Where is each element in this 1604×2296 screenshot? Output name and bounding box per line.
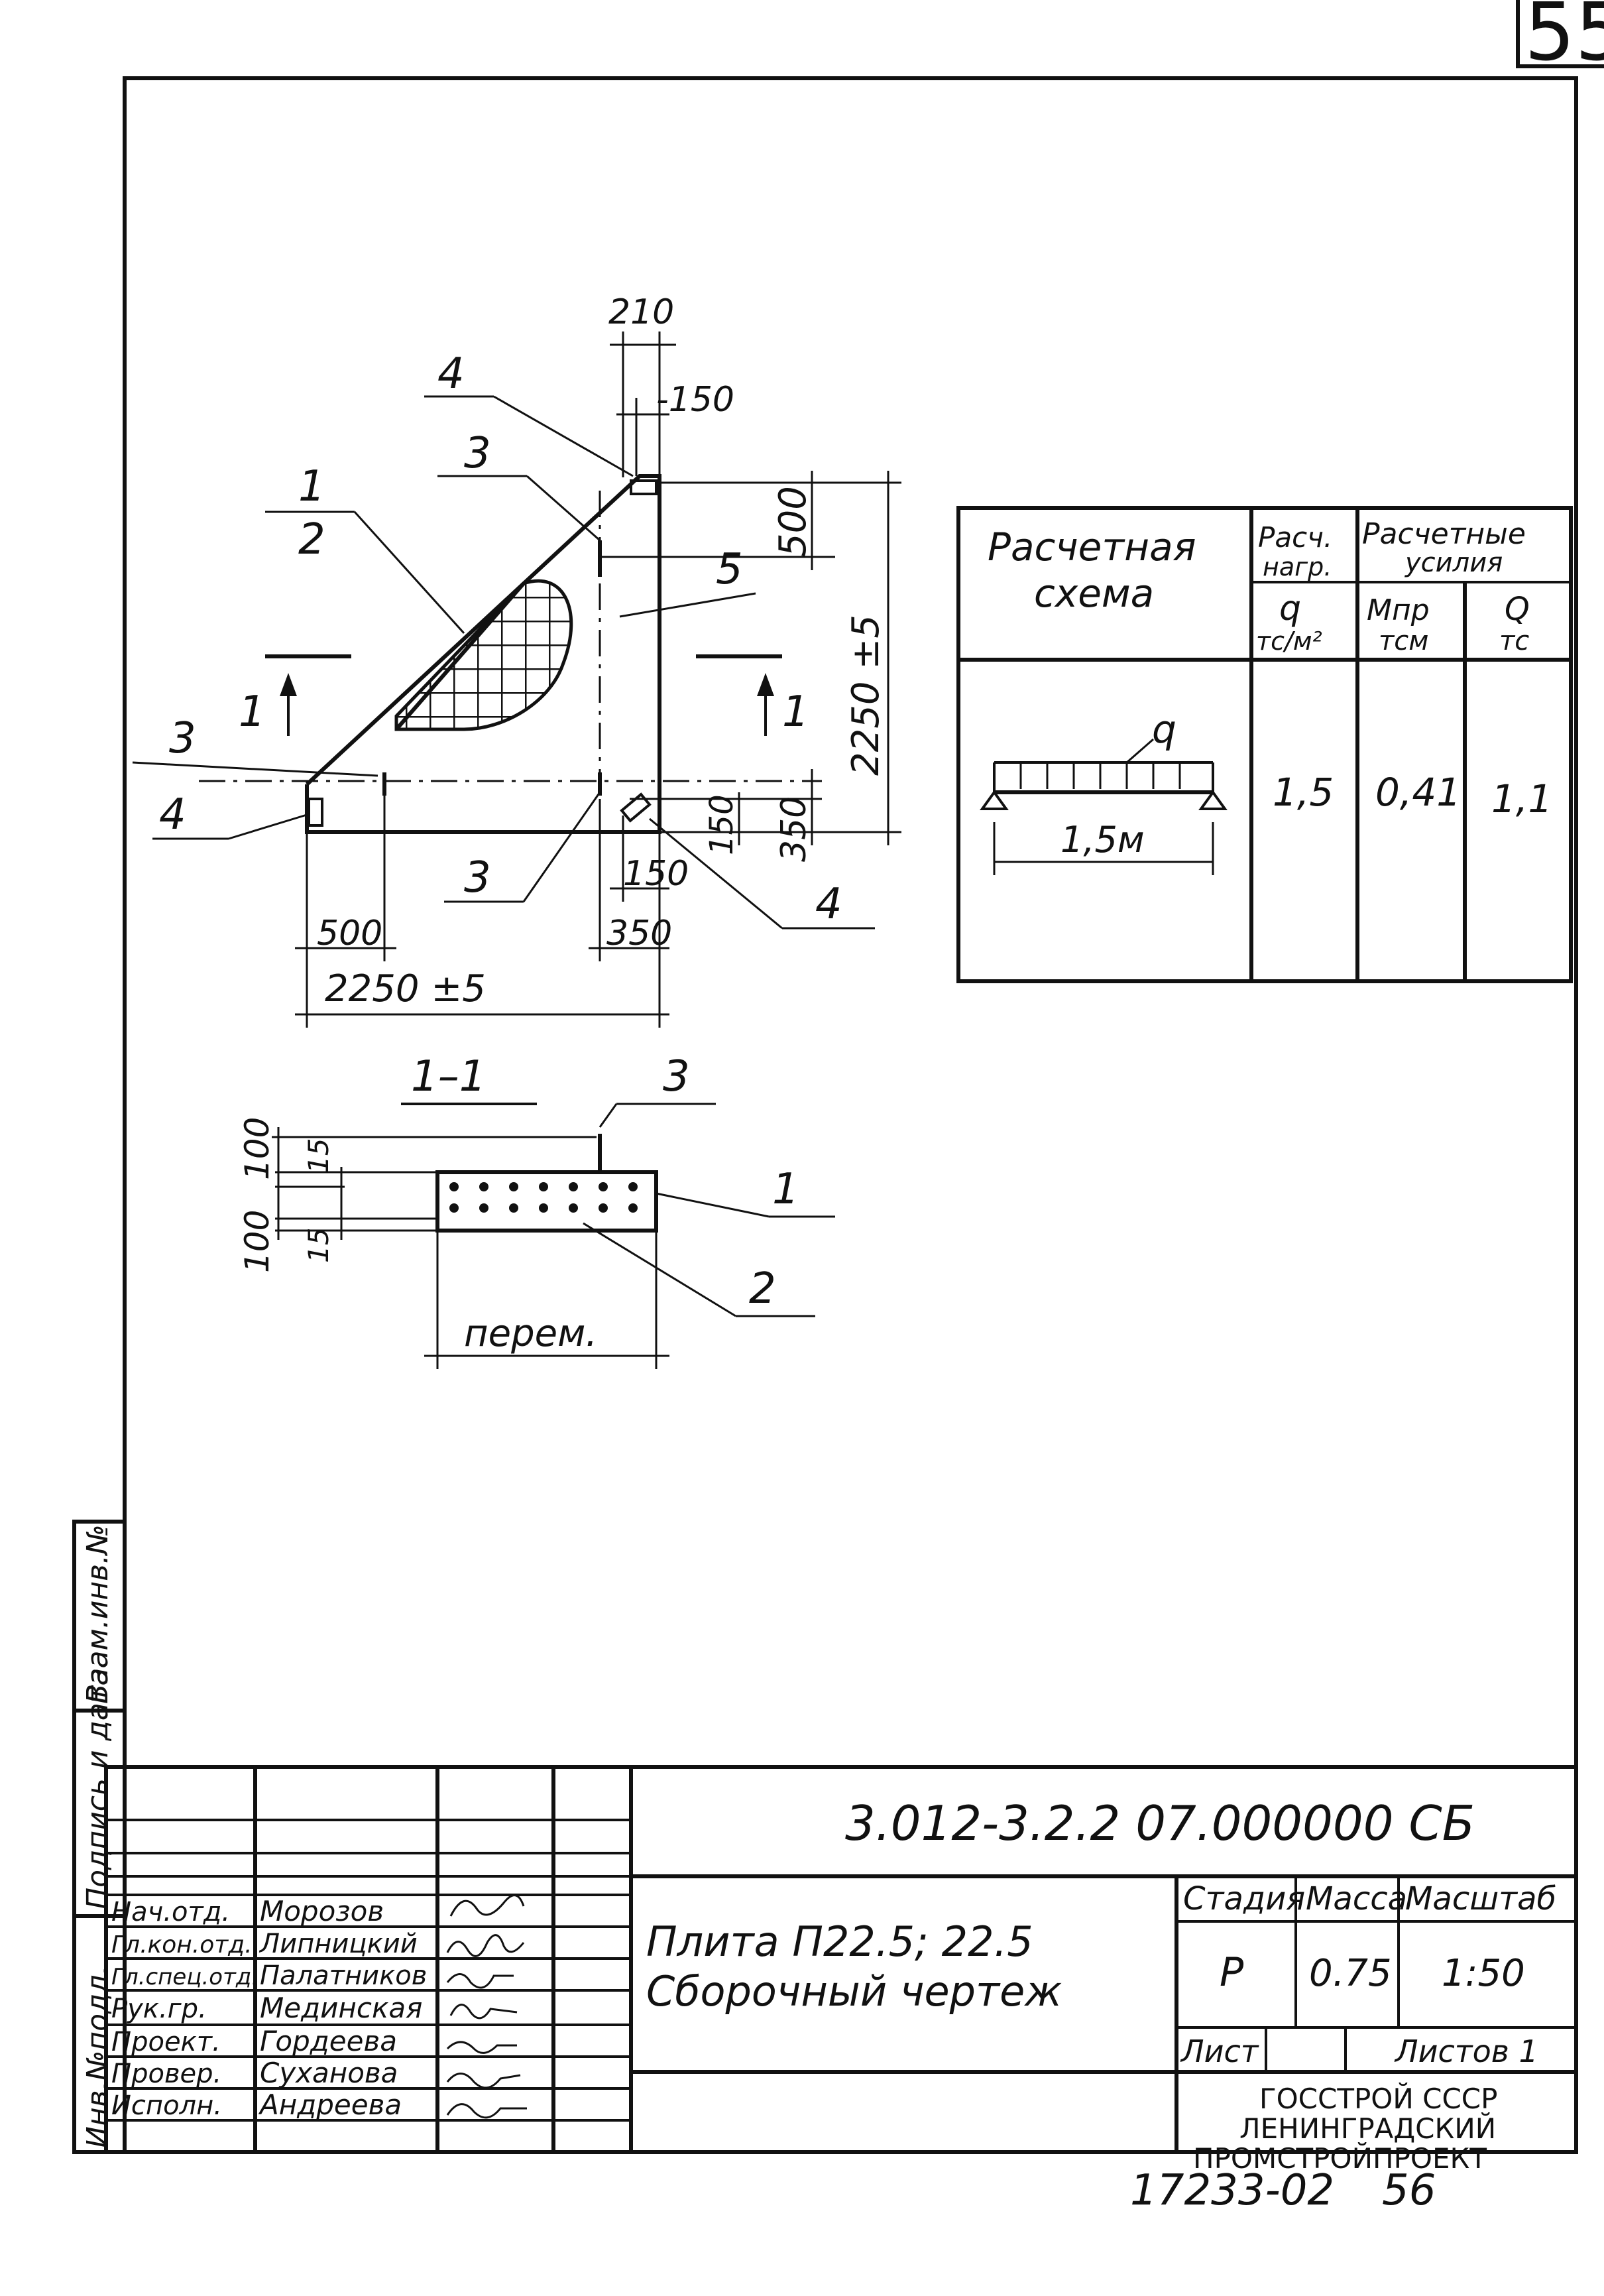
dim-2250-bottom: 2250 ±5 (325, 967, 486, 1010)
signer-role: Проект. (111, 2027, 221, 2057)
side-stamp-frame (72, 1520, 127, 2154)
section-title: 1–1 (411, 1052, 486, 1101)
signer-name: Гордеева (260, 2025, 397, 2057)
callout-3-left: 3 (169, 714, 196, 763)
table-header-scheme-2: схема (1034, 571, 1154, 616)
reinforcement-mesh-cutaway (394, 579, 573, 731)
diagram-span-label: 1,5м (1060, 819, 1145, 861)
table-header-Q-2: тс (1499, 626, 1529, 656)
plan-view: 1 1 4 1 2 3 5 3 4 3 4 210 -150 (132, 292, 901, 1028)
table-header-m-2: тсм (1379, 626, 1428, 656)
callout-1: 1 (298, 462, 325, 511)
dim-2250-right: 2250 ±5 (844, 615, 888, 776)
signer-role: Провер. (111, 2059, 221, 2089)
document-code: 3.012-3.2.2 07.000000 СБ (845, 1795, 1475, 1851)
signer-name: Мединская (260, 1992, 422, 2024)
section-width-label: перем. (464, 1312, 597, 1355)
scale-label: Масштаб (1405, 1880, 1556, 1917)
callout-2: 2 (298, 515, 325, 564)
dim-500-right: 500 (772, 486, 815, 557)
slab-section (435, 1170, 658, 1233)
callout-5: 5 (716, 545, 743, 594)
scale-value: 1:50 (1442, 1952, 1525, 1995)
diagram-q-label: q (1152, 707, 1176, 752)
mass-value: 0.75 (1309, 1952, 1392, 1995)
value-q: 1,5 (1273, 770, 1334, 815)
load-diagram: q 1,5м (980, 707, 1228, 875)
section-mark-left: 1 (239, 688, 266, 737)
table-header-Q-1: Q (1505, 591, 1530, 628)
section-dim-15-top: 15 (302, 1138, 335, 1174)
signer-name: Андреева (258, 2088, 402, 2121)
section-1-1: 1–1 3 100 15 100 15 1 2 (238, 1052, 835, 1369)
signer-role: Рук.гр. (111, 1994, 207, 2024)
section-callout-2: 2 (749, 1264, 776, 1313)
signer-rows: Нач.отд. Морозов Гл.кон.отд. Липницкий Г… (111, 1895, 427, 2121)
section-callout-3: 3 (663, 1052, 690, 1101)
side-inv-replace: Взам.инв.№ (81, 1524, 115, 1704)
org-line-2: ЛЕНИНГРАДСКИЙ (1239, 2112, 1496, 2145)
callout-4-top: 4 (437, 349, 465, 398)
callout-3-top: 3 (464, 429, 491, 478)
value-m: 0,41 (1375, 770, 1461, 815)
dim-150-right: 150 (703, 794, 740, 855)
section-mark-right: 1 (782, 688, 809, 737)
table-header-forces-1: Расчетные (1362, 517, 1526, 551)
table-header-forces-2: усилия (1404, 548, 1503, 578)
dim-350-bottom: 350 (606, 914, 672, 953)
side-sign-date: Подпись и дата (81, 1668, 115, 1909)
signer-role: Нач.отд. (111, 1897, 230, 1927)
signer-role: Гл.кон.отд. (111, 1931, 253, 1959)
embedded-part (308, 798, 323, 827)
section-dim-100-top: 100 (238, 1117, 276, 1180)
signer-name: Суханова (260, 2057, 398, 2089)
embedded-part (630, 479, 658, 495)
sheets-count: Листов 1 (1394, 2033, 1538, 2069)
title-block: Нач.отд. Морозов Гл.кон.отд. Липницкий Г… (104, 1765, 1578, 2175)
table-header-scheme-1: Расчетная (988, 524, 1196, 570)
dim-150-bottom: 150 (623, 854, 689, 894)
org-line-3: ПРОМСТРОЙПРОЕКТ (1193, 2142, 1487, 2175)
table-header-load-1: Расч. (1258, 521, 1332, 554)
org-line-1: ГОССТРОЙ СССР (1259, 2082, 1497, 2115)
callout-4-left: 4 (159, 790, 186, 839)
stage-value: Р (1220, 1949, 1244, 1996)
section-dim-15-bottom: 15 (302, 1228, 335, 1263)
callout-3-bottom: 3 (464, 853, 491, 902)
table-header-q-2: тс/м² (1256, 627, 1322, 656)
item-name-line1: Плита П22.5; 22.5 (646, 1917, 1033, 1966)
item-name-line2: Сборочный чертеж (646, 1967, 1062, 2016)
section-callout-1: 1 (772, 1165, 799, 1214)
sheet-number-box: 55 (1516, 0, 1604, 79)
sheet-label: Лист (1180, 2033, 1259, 2069)
dim-350-right: 350 (774, 796, 814, 862)
signer-name: Палатников (260, 1961, 427, 1991)
handwritten-signatures (446, 1894, 527, 2119)
page-number: 56 (1382, 2166, 1436, 2215)
table-header-q-1: q (1279, 589, 1301, 629)
dim-150-top: -150 (656, 380, 734, 420)
signer-name: Морозов (260, 1895, 384, 1927)
value-Q: 1,1 (1491, 776, 1552, 821)
calc-table: Расчетная схема Расч. нагр. Расчетные ус… (956, 506, 1573, 983)
signer-name: Липницкий (258, 1929, 418, 1959)
section-dim-100-bottom: 100 (238, 1210, 276, 1273)
dim-210: 210 (608, 292, 674, 332)
callout-4-bottom: 4 (815, 880, 842, 929)
stage-label: Стадия (1183, 1880, 1305, 1917)
archive-number: 17233-02 (1130, 2166, 1334, 2215)
mass-label: Масса (1306, 1880, 1407, 1917)
dim-500-bottom: 500 (317, 914, 382, 953)
rebar-top-row (449, 1182, 638, 1213)
table-header-load-2: нагр. (1263, 552, 1332, 581)
sheet-number: 55 (1524, 0, 1604, 79)
signer-role: Исполн. (111, 2090, 222, 2121)
table-header-m-1: Мпр (1367, 593, 1430, 627)
signer-role: Гл.спец.отд. (111, 1964, 258, 1990)
